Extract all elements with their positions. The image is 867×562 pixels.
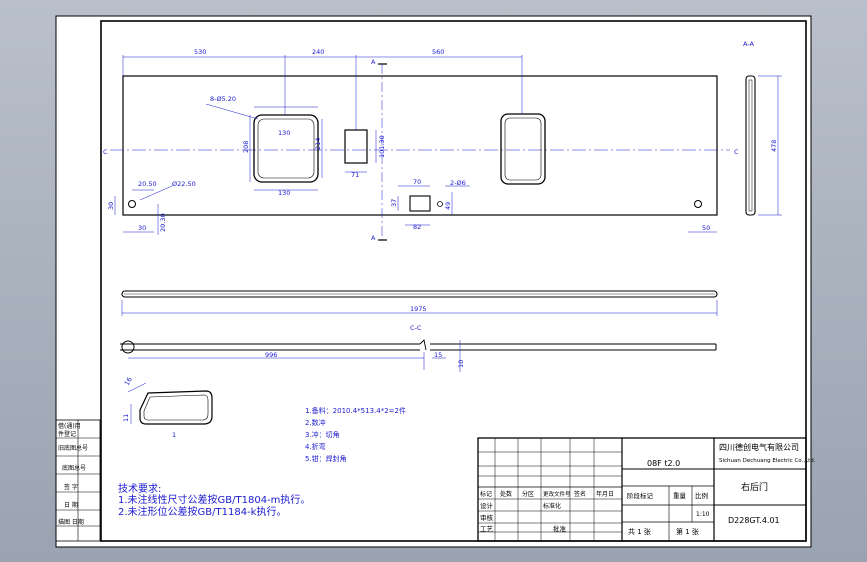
strip-label: 旧底图总号 xyxy=(58,444,88,452)
dim-214: 214 xyxy=(314,138,322,150)
drawing-sheet xyxy=(55,15,812,548)
dim-1: 1 xyxy=(172,431,176,439)
spec-note: 1.备料：2010.4*513.4*2=2件 xyxy=(305,406,406,415)
dim-130b: 130 xyxy=(278,189,290,197)
section-cc-view xyxy=(120,339,717,372)
sheet-count: 共 1 张 xyxy=(628,527,651,536)
dim-1975: 1975 xyxy=(410,305,427,313)
spec-note: 2.数冲 xyxy=(305,418,326,427)
section-a-bottom: A xyxy=(371,234,376,242)
detail-i-view xyxy=(127,382,213,425)
rev-header: 处数 xyxy=(500,490,512,498)
strip-label: 件登记 xyxy=(58,430,76,438)
material-spec: 08F t2.0 xyxy=(647,459,680,468)
company-name-en: Sichuan Dechuang Electric Co.,Ltd. xyxy=(719,458,816,464)
dim-208: 208 xyxy=(242,141,250,153)
scale-value: 1:10 xyxy=(696,511,710,518)
dim-560: 560 xyxy=(432,48,444,56)
spec-notes: 1.备料：2010.4*513.4*2=2件 2.数冲 3.冲：切角 4.折弯 … xyxy=(305,406,406,463)
section-c-right: C xyxy=(734,148,739,156)
section-markers: A A C C A-A C-C xyxy=(103,40,755,332)
section-aa-label: A-A xyxy=(743,40,755,48)
part-name: 右后门 xyxy=(741,481,768,493)
dim-16: 16 xyxy=(123,376,134,387)
section-c-left: C xyxy=(103,148,108,156)
dim-996: 996 xyxy=(265,351,277,359)
spec-note: 4.折弯 xyxy=(305,442,326,451)
dimension-lines xyxy=(114,55,717,235)
tech-note: 1.未注线性尺寸公差按GB/T1804-m执行。 xyxy=(118,493,310,506)
strip-label: 底图总号 xyxy=(62,464,86,472)
tech-title: 技术要求: xyxy=(118,482,161,495)
stage-mark-label: 阶段标记 xyxy=(627,491,654,500)
dim-2250: Ø22.50 xyxy=(172,180,196,188)
rev-header: 标记 xyxy=(480,490,492,498)
rev-header: 更改文件号 xyxy=(543,490,571,498)
rev-header: 签名 xyxy=(574,490,586,498)
strip-label: 借(通)用 xyxy=(58,422,81,430)
dim-10: 10 xyxy=(457,360,465,368)
scale-label: 比例 xyxy=(695,491,708,500)
section-cc-label: C-C xyxy=(410,324,422,332)
dim-hole8: 8-Ø5.20 xyxy=(210,95,236,103)
role-process: 工艺 xyxy=(480,525,494,533)
dim-15: 15 xyxy=(434,351,442,359)
left-strip: 借(通)用 件登记 旧底图总号 底图总号 签 字 日 期 描图 日期 xyxy=(55,419,101,542)
dim-50: 50 xyxy=(702,224,710,232)
company-name-cn: 四川德创电气有限公司 xyxy=(719,442,799,452)
weight-label: 重量 xyxy=(673,492,687,500)
title-block-text: 08F t2.0 四川德创电气有限公司 Sichuan Dechuang Ele… xyxy=(480,442,816,536)
dim-478: 478 xyxy=(770,140,778,152)
dim-2050: 20.50 xyxy=(138,180,157,188)
strip-label: 描图 日期 xyxy=(58,518,84,526)
dim-2030: 20.30 xyxy=(159,213,167,232)
dim-37: 37 xyxy=(390,199,398,207)
dim-530: 530 xyxy=(194,48,206,56)
dim-130a: 130 xyxy=(278,129,290,137)
role-design: 设计 xyxy=(480,501,494,510)
section-aa-view xyxy=(745,75,782,216)
drawing-number: D228GT.4.01 xyxy=(728,516,780,525)
dim-10130: 101.30 xyxy=(378,135,386,158)
tech-requirements: 技术要求: 1.未注线性尺寸公差按GB/T1804-m执行。 2.未注形位公差按… xyxy=(118,482,310,518)
role-check: 审核 xyxy=(480,513,494,522)
strip-label: 签 字 xyxy=(64,483,78,491)
dim-49: 49 xyxy=(444,202,452,210)
section-a-top: A xyxy=(371,58,376,66)
dim-11: 11 xyxy=(122,414,130,422)
title-block xyxy=(477,437,807,542)
edge-view xyxy=(121,290,718,316)
dim-82: 82 xyxy=(413,223,421,231)
dimension-texts: 530 240 560 8-Ø5.20 130 130 208 214 71 1… xyxy=(107,48,710,232)
tech-note: 2.未注形位公差按GB/T1184-k执行。 xyxy=(118,505,286,518)
role-approve: 批准 xyxy=(553,524,567,533)
sheet-number: 第 1 张 xyxy=(676,527,699,536)
dim-30b: 30 xyxy=(138,224,146,232)
front-view xyxy=(110,63,730,241)
strip-label: 日 期 xyxy=(64,501,78,509)
rev-header: 分区 xyxy=(522,490,534,498)
dim-71: 71 xyxy=(351,171,359,179)
drawing-frame xyxy=(100,20,807,542)
spec-note: 3.冲：切角 xyxy=(305,430,340,439)
dim-hole2: 2-Ø6 xyxy=(450,179,466,187)
dim-70: 70 xyxy=(413,178,421,186)
dim-30a: 30 xyxy=(107,202,115,210)
spec-note: 5.钳：焊封角 xyxy=(305,454,347,463)
dim-240: 240 xyxy=(312,48,324,56)
rev-header: 年月日 xyxy=(596,490,614,498)
role-standard: 标准化 xyxy=(543,502,561,510)
